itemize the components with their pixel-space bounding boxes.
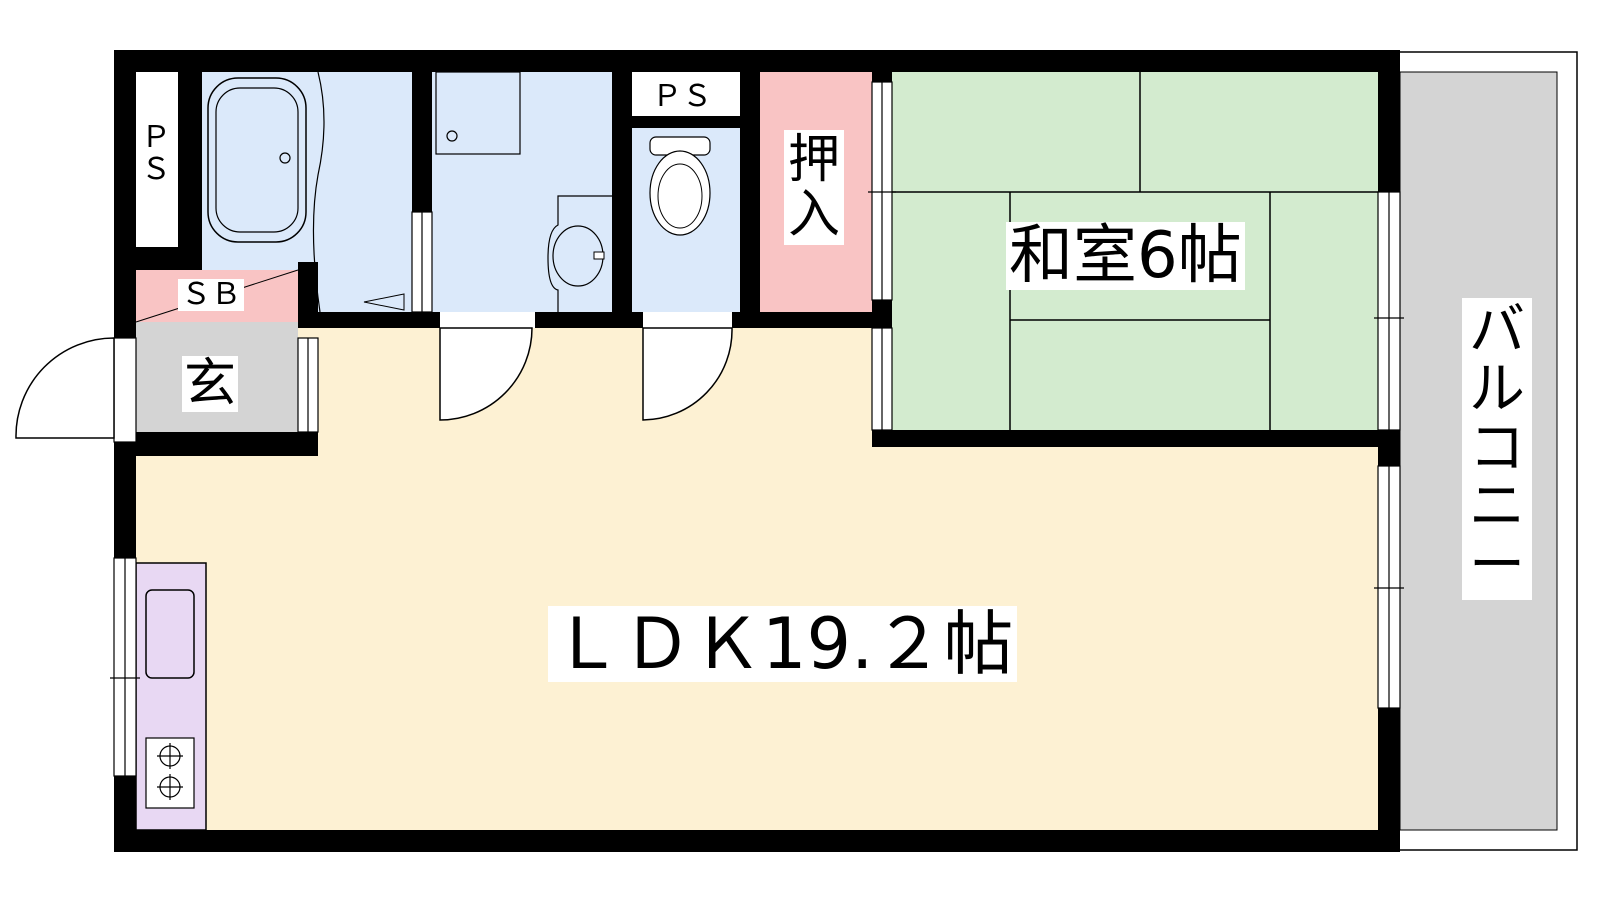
faucet-icon: [593, 251, 605, 260]
walls: [114, 50, 1400, 852]
washroom-door: [439, 327, 533, 421]
washing-machine-icon: [446, 130, 458, 142]
ps-left-label: ＰＳ: [138, 120, 174, 187]
entrance-door: [15, 337, 115, 439]
toilet-seat-inner: [657, 163, 703, 229]
toilet-door: [642, 327, 733, 421]
window-sash-lines: [110, 82, 1404, 776]
shoebox-label: ＳＢ: [178, 279, 244, 311]
genkan-label: 玄: [182, 354, 239, 414]
burner-icon: [157, 743, 183, 800]
bathtub-inner: [215, 87, 299, 233]
door-stopper-mark: [363, 293, 405, 311]
washbasin-counter: [547, 195, 612, 312]
ldk-label: ＬＤＫ19.２帖: [548, 606, 1018, 682]
washitsu-label: 和室6帖: [1006, 222, 1245, 290]
balcony-label: バルコニー: [1462, 298, 1532, 600]
bathtub-icon: [207, 77, 307, 243]
oshiire-label: 押入: [784, 130, 844, 246]
bathtub-drain-icon: [279, 152, 291, 164]
kitchen-sink-icon: [145, 589, 195, 679]
door-swings: [15, 327, 733, 439]
ps-top-label: ＰＳ: [650, 79, 714, 114]
